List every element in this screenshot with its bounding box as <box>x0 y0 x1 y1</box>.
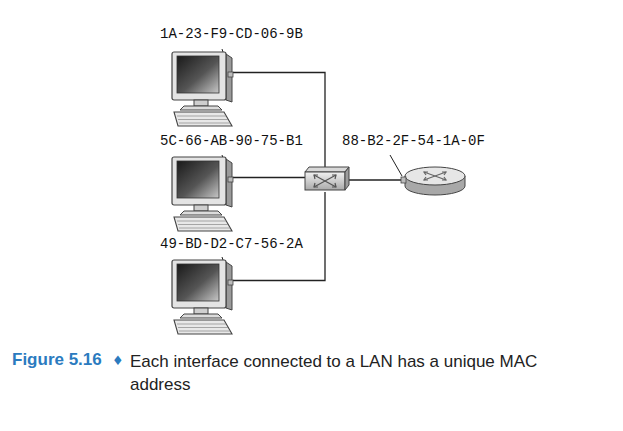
host-computer <box>172 52 233 126</box>
figure-caption: Each interface connected to a LAN has a … <box>130 350 580 396</box>
host-computer <box>172 260 233 334</box>
switch-symbol <box>305 167 349 190</box>
mac-address: 1A-23-F9-CD-06-9B <box>160 26 303 42</box>
mac-address: 5C-66-AB-90-75-B1 <box>160 133 303 149</box>
caption-diamond: ♦ <box>112 353 124 368</box>
host-computer <box>172 157 233 231</box>
mac-address: 49-BD-D2-C7-56-2A <box>160 236 303 252</box>
router-symbol <box>401 167 465 195</box>
mac-address: 88-B2-2F-54-1A-0F <box>342 133 485 149</box>
figure-number: Figure 5.16 <box>12 350 102 370</box>
